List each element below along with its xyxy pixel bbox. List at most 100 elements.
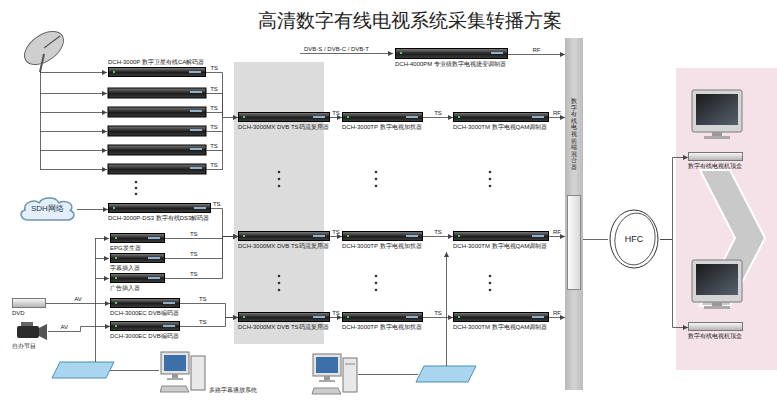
front-panel [189,71,201,73]
device-front [110,253,165,263]
equipment-unit: DCH-3000MX DVB TS码流复用器 [238,312,330,331]
device-front [238,112,330,122]
hfc-ring: HFC [608,208,660,270]
signal-wire [180,318,238,327]
control-wire [300,53,393,54]
feed-wire [40,169,107,170]
continuation-dots [278,185,281,188]
satellite-dish [44,36,60,48]
equipment-unit: DCH-4000PM 专业级数字电视捷变调制器 [395,48,508,68]
feed-wire [40,93,107,94]
device-front [110,321,180,331]
continuation-dots [135,193,138,196]
camera-body [17,326,39,338]
continuation-dots [278,178,281,181]
indicator-led [243,316,245,318]
equipment-unit: DCH-3000MX DVB TS码流复用器 [238,112,330,131]
continuation-dots [375,289,378,292]
device-caption: 字幕插入器 [110,265,165,272]
device-caption: DCH-3000TP 数字电视加扰器 [342,324,423,331]
television-set [704,136,730,139]
signal-label: TS [210,105,218,112]
device-caption: DCH-3000EC DVB编码器 [110,333,180,340]
equipment-unit: 广告插入器 [110,273,165,292]
front-panel [313,116,325,118]
signal-label: RF [553,310,561,317]
signal-wire [660,240,688,328]
device-caption: DCH-3000MX DVB TS码流复用器 [238,243,330,250]
indicator-led [243,116,245,118]
device-front [453,231,549,241]
continuation-dots [375,275,378,278]
signal-wire [423,236,453,237]
device-front [110,273,165,283]
device-caption: 广告插入器 [110,285,165,292]
device-caption: DCH-3000TM 数字电视QAM调制器 [453,243,549,250]
television-set [692,90,742,132]
computer-station: 多路字幕播放系统 [160,350,257,394]
equipment-unit: DCH-3000TP 数字电视加扰器 [342,112,423,131]
control-wire [446,252,447,366]
front-panel [190,148,202,150]
equipment-unit: DCH-3000TP 数字电视加扰器 [342,312,423,331]
network-switch [416,366,476,382]
signal-label: TS [210,143,218,150]
computer-station [312,354,357,394]
feed-wire [40,131,107,132]
signal-label: AV [60,324,68,331]
front-panel [148,257,160,259]
computer-station [319,380,335,382]
ts-wire [206,93,223,94]
device-caption: EPG发生器 [110,245,165,252]
device-front [238,312,330,322]
control-wire [95,278,109,279]
computer-station [345,364,355,365]
equipment-unit: 数字有线电视机顶盒 [688,152,743,170]
satellite-dish [19,25,70,72]
indicator-led [115,277,117,279]
front-panel [190,110,202,112]
front-panel [313,235,325,237]
continuation-dots [375,171,378,174]
node-label: HFC [625,234,644,245]
continuation-dots [375,185,378,188]
signal-wire [206,73,238,118]
front-panel [148,277,160,279]
signal-label: TS [434,110,442,117]
device-front [342,312,423,322]
signal-wire [549,317,565,318]
signal-wire [165,237,238,279]
front-panel [163,325,175,327]
camera-lens [39,324,47,340]
signal-wire [330,236,342,237]
device-front [110,233,165,243]
device-caption: DCH-3000P-DS3 数字有线DS3解码器 [108,215,211,222]
front-panel [406,116,418,118]
computer-station [343,358,357,392]
node-label: 数字有线电视前端混合器 [571,98,577,171]
signal-wire [549,236,565,237]
signal-wire [211,209,238,237]
device-front [688,152,743,161]
signal-label: TS [210,162,218,169]
ts-wire [206,150,223,151]
network-cloud: SDH网络 [18,196,77,222]
feed-wire [40,70,107,170]
signal-wire [660,158,688,240]
camera-icon [12,321,48,341]
device-front [342,112,423,122]
front-panel [532,235,544,237]
feed-wire [40,150,107,151]
television-set [692,260,742,309]
device-caption: DCH-3000MX DVB TS码流复用器 [238,124,330,131]
ts-wire [206,112,223,113]
equipment-unit: DVD [12,298,46,317]
continuation-dots [489,185,492,188]
signal-label: TS [434,310,442,317]
device-caption: DCH-3000EC DVB编码器 [110,310,180,317]
camera-source: 自办节目 [12,321,48,350]
equipment-unit: DCH-3000TM 数字电视QAM调制器 [453,112,549,131]
signal-wire [46,303,110,304]
television-set [712,302,722,306]
